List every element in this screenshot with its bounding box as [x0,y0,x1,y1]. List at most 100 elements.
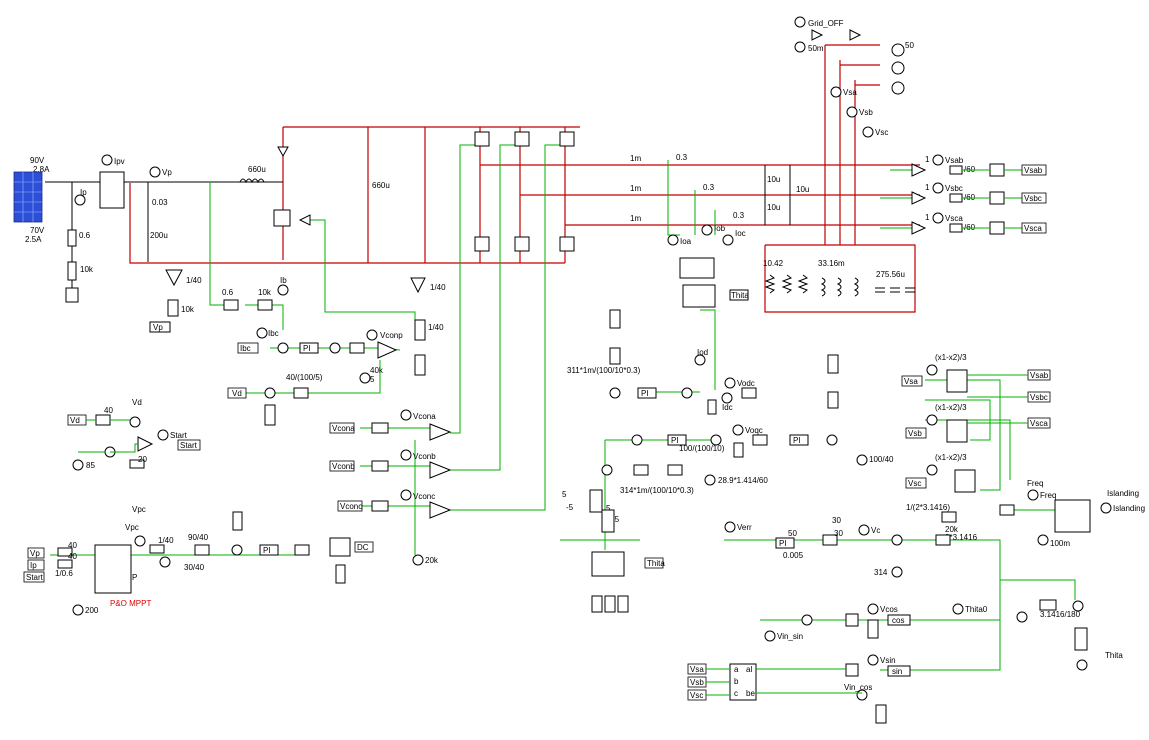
pv-array: 90V 2.8A 70V 2.5A Ip 0.6 10k Ipv Vp 1/40… [13,154,202,333]
mppt-vp-tag [232,511,243,531]
abc-vsc: Vsc [690,691,703,700]
dq-thita-in2: Thita [647,559,665,568]
cl-vconp: Vconp [380,331,403,340]
pll-vcos-tag [867,619,879,639]
dq-ioq-tag [733,442,744,458]
grid-source-b-icon [891,61,905,75]
load-l2-icon [836,277,842,297]
inv-l-b: 1m [630,184,641,193]
ioa-sensor-icon [667,234,679,246]
grid-off-probe-icon [794,16,806,28]
vd-start-gain [95,414,111,426]
pll-vsc-tag [905,477,927,489]
vconp-probe-icon [366,329,378,341]
ioc-label: Ioc [735,229,746,238]
dq-iod-tag [707,399,717,415]
pwm-a-limiter [371,422,389,434]
voqc-probe-icon [732,424,744,436]
vsab-amp-icon [911,163,927,177]
vsbc-probe-icon [932,182,944,194]
gain-one-a: 1 [925,155,930,164]
dq-lim-m5: -5 [612,515,620,524]
current-loop: 0.6 10k Ib Ibc Ibc PI Vconp 40k 5 40/(10… [222,276,444,426]
dq-pi3-block [789,434,809,446]
conb-probe-icon [400,449,412,461]
vd-start-85-source-icon [72,459,84,471]
pll-mult2 [845,663,859,677]
pll-pi-block [775,537,795,549]
conc-probe-icon [400,489,412,501]
pll-thita-filter [1074,627,1088,651]
pll-calc-c [954,469,976,493]
mppt-vpc-label: Vpc [132,505,146,514]
mppt-vpc2-label: Vpc [125,523,139,532]
pll-islanding-label: Islanding [1107,489,1139,498]
pwm-c-comparator-icon [429,501,452,519]
vd-start-85: 85 [86,461,95,470]
pll-vin-sin: Vin_sin [777,632,803,641]
dq-idc-tag [667,464,683,476]
pv-vp-out: Vp [153,323,163,332]
dq-thita-tag [644,557,664,569]
cl-gain-block [223,299,239,311]
inv-switch-c-top-icon [559,131,575,147]
pll-sin-fn: sin [892,667,902,676]
pll-vsa-in: Vsa [904,377,918,386]
iob-label: Iob [714,224,726,233]
pll-freq-label2: Freq [1040,491,1056,500]
grid-off-label: Grid_OFF [808,19,844,28]
mppt-ip-in-tag [27,559,45,571]
pll-gain180-block [1039,599,1057,611]
dq-lim-p5: 5 [562,490,567,499]
cl-pi-block [299,342,319,354]
dq-gain289: 28.9*1.414/60 [718,476,768,485]
dq-out-c [617,595,629,613]
mppt-controller: Vpc Vpc Vp Ip Start 40 40 1/0.6 P P&O MP… [23,505,374,616]
load-r2-icon [781,274,793,294]
cl-ramp: 40k [370,366,384,375]
pv-imp-label: 2.5A [25,235,42,244]
pwm-a-comparator-icon [429,423,452,441]
grid-delay-label: 50m [808,44,824,53]
inv-c-b: 10u [796,185,809,194]
out-vsab: Vsab [1024,166,1043,175]
mppt-title: P&O MPPT [110,599,151,608]
pll-thita: Thita [1105,651,1123,660]
pll-delay-source-icon [1037,534,1049,546]
pll-vsin: Vsin [880,656,896,665]
pll-eq3: (x1-x2)/3 [935,453,967,462]
pwm-ramp-source-icon [412,554,424,566]
conb-in-tag [329,460,355,472]
inv-l-a: 1m [630,154,641,163]
cl-limiter-block [349,342,365,354]
pwm-ramp: 20k [425,556,439,565]
dq-transform-block [682,284,716,308]
pll-islanding: Vsa Vsb Vsc (x1-x2)/3 (x1-x2)/3 (x1-x2)/… [687,353,1145,724]
vd-start-label: Start [170,431,188,440]
pll-vc: Vc [871,526,880,535]
dc-bus-gain-label: 1/40 [430,283,446,292]
vc-probe-icon [858,524,870,536]
boost-l-label: 660u [248,165,266,174]
boost-r-label: 0.03 [152,198,168,207]
dq-mult-icon [601,464,613,476]
pll-v314: 314 [874,568,888,577]
vsca-filter-block [989,221,1005,235]
thita-tag [729,289,749,301]
dq-limit-q [601,509,615,533]
rlc-load: 10.42 33.16m 275.56u [763,259,915,297]
dq-pi1-block [637,387,657,399]
pwm-cona: Vcona [413,412,436,421]
cl-out-label: 1/40 [428,323,444,332]
vsca-probe-icon [932,212,944,224]
load-r3-icon [797,274,809,294]
inv-dq-abc-block [591,551,625,577]
pll-k2pi-block [935,534,951,546]
pwm-in-b: Vconb [332,462,355,471]
cl-ramp-source-icon [359,372,371,384]
cl-sum2-icon [329,342,341,354]
out-vsbc-tag [1021,192,1047,204]
load-c-label: 275.56u [876,270,905,279]
mppt-dc-tag [354,541,374,553]
